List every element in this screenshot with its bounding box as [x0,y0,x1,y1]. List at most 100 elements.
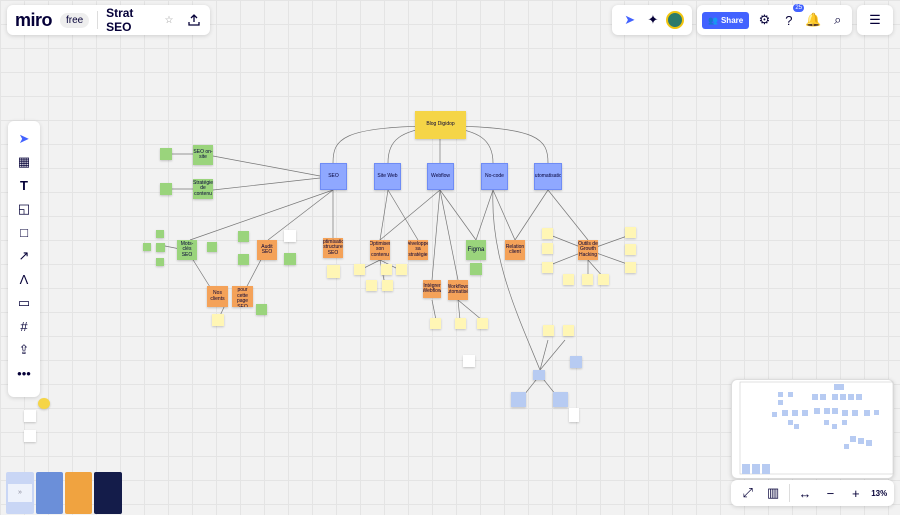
node-integrer-webflow[interactable]: Intégrer Webflow [423,280,441,298]
celebrate-icon[interactable]: ✦ [647,12,659,27]
node-optimiser-contenu[interactable]: Optimiser son contenu [370,240,390,260]
arrow-icon[interactable]: ↗ [18,248,30,264]
pen-icon[interactable]: Ʌ [19,272,29,288]
sticky-note[interactable] [366,280,377,291]
sticky-note[interactable] [543,325,554,336]
sticky-note[interactable] [463,355,475,367]
sticky-note[interactable] [542,243,553,254]
help-icon[interactable]: ? 25 [785,4,805,28]
sticky-note[interactable] [38,398,50,409]
sticky-note[interactable] [160,148,172,160]
frame-thumbnail[interactable]: » [6,472,34,514]
shape-icon[interactable]: □ [20,225,28,241]
sticky-note[interactable] [238,231,249,242]
node-optimisation-seo[interactable]: Optimisation structure SEO [323,238,343,258]
sticky-note[interactable] [143,243,151,251]
board-title[interactable]: Strat SEO [106,6,134,34]
node-no-code[interactable]: No-code [481,163,508,190]
fit-to-screen-icon[interactable]: ↔ [798,485,812,501]
bell-icon[interactable]: 🔔 [805,12,822,27]
sticky-note[interactable] [327,265,340,278]
comment-icon[interactable]: ▭ [17,295,31,311]
sticky-note[interactable] [284,253,296,265]
sticky-note[interactable] [430,318,441,329]
more-icon[interactable]: ••• [17,366,31,382]
sticky-note[interactable] [470,263,482,275]
sticky-note[interactable] [156,258,164,266]
node-conseils[interactable]: Conseils pour cette page SEO [232,286,253,307]
sticky-note[interactable] [563,325,574,336]
notes-icon[interactable]: ☰ [869,12,881,27]
zoom-level[interactable]: 13% [871,488,888,498]
node-figma[interactable]: Figma [466,240,486,260]
avatar[interactable] [666,11,685,29]
sticky-note[interactable] [284,230,296,242]
sticky-note[interactable] [563,274,574,285]
node-seo[interactable]: SEO [320,163,347,190]
sticky-note[interactable]: Stratégie de contenu [193,179,213,199]
sticky-note[interactable] [542,262,553,273]
sticky-note[interactable] [156,230,164,238]
node-mots-cles[interactable]: Mots-clés SEO [177,240,197,260]
sticky-note[interactable] [212,314,224,326]
sticky-note[interactable] [582,274,593,285]
plan-badge[interactable]: free [60,12,90,28]
node-developper-strategie[interactable]: Développer sa stratégie [408,240,428,260]
sticky-note[interactable] [477,318,488,329]
sticky-note[interactable] [511,392,526,407]
text-icon[interactable]: T [20,178,28,194]
collapse-icon[interactable]: » [8,484,32,502]
zoom-in-icon[interactable]: + [852,485,860,501]
select-icon[interactable]: ➤ [18,130,30,146]
node-nos-clients[interactable]: Nos clients [207,286,228,307]
frame-thumbnail[interactable] [94,472,122,514]
node-workflows[interactable]: Workflows automatisés [448,280,468,300]
sticky-note[interactable] [598,274,609,285]
sticky-note[interactable] [569,408,579,422]
upload-icon[interactable]: ⇪ [18,342,30,358]
map-icon[interactable]: ▥ [766,485,780,500]
node-automatisation[interactable]: Automatisation [534,163,562,190]
sticky-note[interactable] [354,264,365,275]
sticky-note[interactable] [382,280,393,291]
frame-thumbnail[interactable] [65,472,92,514]
miro-logo[interactable]: miro [15,9,53,30]
sticky-note[interactable] [533,370,545,380]
fullscreen-icon[interactable]: ⤢ [742,485,753,500]
settings-sliders-icon[interactable]: ⚙ [758,12,771,27]
zoom-out-icon[interactable]: − [826,485,835,501]
sticky-note[interactable] [207,242,217,252]
sticky-note[interactable] [160,183,172,195]
sticky-note[interactable] [24,410,36,422]
minimap[interactable] [731,379,894,479]
node-relation-client[interactable]: Relation client [505,240,525,260]
sticky-note[interactable] [625,244,636,255]
node-growth-hacking[interactable]: Outils de Growth Hacking [578,240,598,260]
sticky-note-icon[interactable]: ◱ [17,201,31,217]
frame-icon[interactable]: # [20,319,28,335]
sticky-note[interactable] [396,264,407,275]
sticky-note[interactable] [156,243,165,252]
sticky-note[interactable]: SEO on-site [193,145,213,165]
cursor-follow-icon[interactable]: ➤ [624,12,636,27]
templates-icon[interactable]: ▦ [17,154,31,170]
sticky-note[interactable] [553,392,568,407]
node-site-web[interactable]: Site Web [374,163,401,190]
sticky-note[interactable] [24,430,36,442]
search-icon[interactable]: ⌕ [834,12,842,27]
sticky-note[interactable] [542,228,553,239]
node-audit-seo[interactable]: Audit SEO [257,240,277,260]
sticky-note[interactable] [256,304,267,315]
share-button[interactable]: 👥 Share [702,11,750,29]
root-node[interactable]: Blog Digidop [415,111,466,139]
export-icon[interactable] [185,10,202,30]
sticky-note[interactable] [625,262,636,273]
sticky-note[interactable] [625,227,636,238]
sticky-note[interactable] [238,254,249,265]
frame-thumbnail[interactable] [36,472,63,514]
sticky-note[interactable] [381,264,392,275]
sticky-note[interactable] [570,356,582,368]
node-webflow[interactable]: Webflow [427,163,454,190]
sticky-note[interactable] [455,318,466,329]
